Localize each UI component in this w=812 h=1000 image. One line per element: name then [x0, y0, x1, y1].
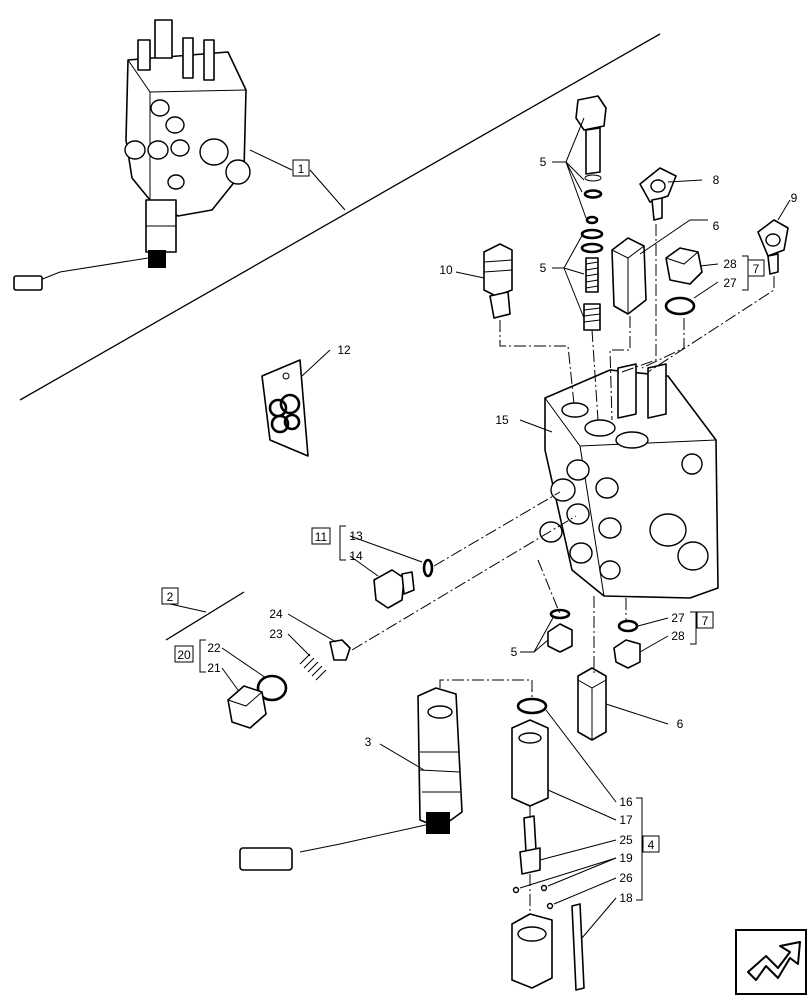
callout-28-upper: 28 [723, 257, 737, 271]
callout-7-lower: 7 [702, 614, 709, 628]
assembly-centerlines [351, 224, 775, 914]
part-18-stem [571, 903, 585, 991]
callout-22: 22 [207, 641, 221, 655]
callout-8: 8 [713, 173, 720, 187]
part-8-fitting [639, 167, 677, 221]
part-5-lower-oring [549, 608, 571, 620]
callout-3: 3 [365, 735, 372, 749]
callout-24: 24 [269, 607, 283, 621]
callout-19: 19 [619, 851, 633, 865]
callout-1: 1 [298, 162, 305, 176]
part-10-fitting [483, 243, 513, 319]
part-5-upper-stack [575, 95, 607, 331]
part-14-plug [373, 569, 415, 609]
callout-10: 10 [439, 263, 453, 277]
separator-line [19, 33, 661, 401]
callout-5-lower: 5 [511, 645, 518, 659]
part-26-ball [540, 884, 548, 892]
callout-23: 23 [269, 627, 283, 641]
callout-6-upper: 6 [713, 219, 720, 233]
callout-15: 15 [495, 413, 509, 427]
callout-11: 11 [315, 530, 328, 544]
part-22-oring [256, 674, 288, 702]
part-27-upper-oring [664, 296, 696, 316]
callout-27-upper: 27 [723, 276, 737, 290]
callout-20: 20 [177, 648, 191, 662]
callout-6-lower: 6 [677, 717, 684, 731]
callout-14: 14 [349, 549, 363, 563]
part-5-lower-plug [547, 623, 573, 653]
part-6-lower [577, 667, 607, 741]
part-13-oring [422, 558, 434, 578]
part-21-plug [227, 685, 267, 729]
callout-21: 21 [207, 661, 221, 675]
callout-18: 18 [619, 891, 633, 905]
assembled-valve-thumbnail [13, 19, 251, 291]
callout-5-middle: 5 [540, 261, 547, 275]
callout-13: 13 [349, 529, 363, 543]
valve-body [539, 363, 719, 599]
part-24-poppet [329, 639, 351, 661]
callout-5-upper: 5 [540, 155, 547, 169]
callout-9: 9 [791, 191, 798, 205]
callout-28-lower: 28 [671, 629, 685, 643]
part-9-fitting [757, 219, 789, 275]
part-19-ball [512, 886, 520, 894]
part-6-upper [611, 237, 647, 315]
part-cap-lower [511, 913, 553, 989]
part-17-sleeve [511, 719, 549, 807]
part-25-pin [519, 815, 541, 875]
part-23-spring [299, 653, 327, 681]
callout-2: 2 [167, 590, 174, 604]
callout-4: 4 [648, 838, 655, 852]
callout-26: 26 [619, 871, 633, 885]
callout-27-lower: 27 [671, 611, 685, 625]
callout-17: 17 [619, 813, 633, 827]
part-27-lower-oring [617, 619, 639, 633]
part-28-upper-plug [665, 247, 703, 285]
next-page-arrow-icon[interactable] [735, 929, 807, 995]
part-12-seal-kit [261, 359, 309, 457]
part-16-oring [516, 697, 548, 715]
part-3-solenoid [239, 687, 463, 871]
callout-25: 25 [619, 833, 633, 847]
callout-16: 16 [619, 795, 633, 809]
callout-7-upper: 7 [753, 262, 760, 276]
callout-12: 12 [337, 343, 351, 357]
part-28-lower-plug [613, 639, 641, 669]
